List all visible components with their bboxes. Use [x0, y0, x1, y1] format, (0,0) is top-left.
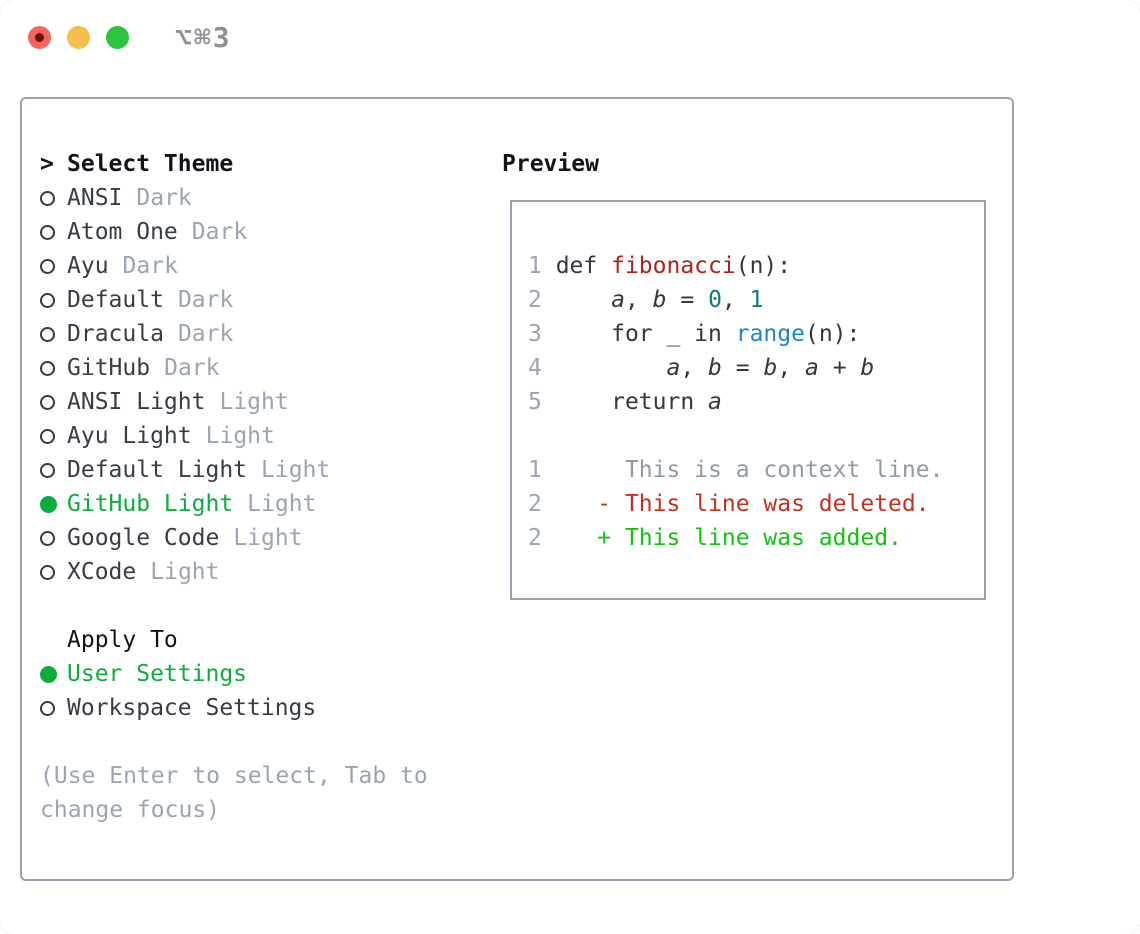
keyboard-hint: (Use Enter to select, Tab to change focu… [40, 763, 428, 823]
prompt-icon: > [40, 151, 54, 177]
theme-variant-tag: Dark [191, 219, 248, 245]
radio-icon [40, 700, 67, 716]
code-line: 1 This is a context line. [528, 457, 944, 483]
close-button[interactable] [28, 25, 51, 49]
theme-option-label: GitHub Light [67, 491, 234, 517]
theme-option-label: XCode [67, 559, 137, 585]
theme-option-label: Default Light [67, 457, 248, 483]
code-line: 5 return a [528, 389, 722, 415]
titlebar: ⌥⌘3 [0, 0, 1140, 74]
theme-option[interactable]: ANSI Light Light [40, 385, 486, 419]
radio-icon [40, 428, 67, 444]
apply-to-header: Apply To [40, 623, 486, 657]
theme-option[interactable]: Default Dark [40, 283, 486, 317]
theme-variant-tag: Light [233, 525, 303, 551]
theme-variant-tag: Light [219, 389, 289, 415]
theme-option[interactable]: GitHub Dark [40, 351, 486, 385]
code-line: 1 def fibonacci(n): [528, 253, 792, 279]
apply-to-option-label: User Settings [67, 661, 248, 687]
theme-variant-tag: Light [261, 457, 331, 483]
window-title: ⌥⌘3 [175, 20, 232, 54]
theme-option[interactable]: XCode Light [40, 555, 486, 589]
zoom-button[interactable] [106, 25, 129, 49]
code-line: 2 + This line was added. [528, 525, 902, 551]
theme-variant-tag: Light [247, 491, 317, 517]
radio-selected-icon [40, 495, 67, 513]
preview-title: Preview [502, 151, 599, 177]
theme-option[interactable]: Atom One Dark [40, 215, 486, 249]
theme-option-label: Google Code [67, 525, 220, 551]
theme-variant-tag: Dark [177, 287, 234, 313]
radio-icon [40, 394, 67, 410]
radio-icon [40, 530, 67, 546]
code-line [528, 419, 984, 453]
theme-option[interactable]: Dracula Dark [40, 317, 486, 351]
apply-to-option-label: Workspace Settings [67, 695, 317, 721]
minimize-button[interactable] [67, 25, 90, 49]
code-line: 3 for _ in range(n): [528, 321, 861, 347]
theme-variant-tag: Dark [164, 355, 220, 381]
theme-option-label: Atom One [67, 219, 178, 245]
theme-option[interactable]: GitHub Light Light [40, 487, 486, 521]
theme-option-label: Ayu Light [67, 423, 192, 449]
preview-box: 1 def fibonacci(n): 2 a, b = 0, 1 3 for _ … [510, 200, 986, 600]
theme-option-label: ANSI [67, 185, 123, 211]
apply-to-option[interactable]: Workspace Settings [40, 691, 486, 725]
select-theme-header: > Select Theme [40, 147, 486, 181]
theme-option-label: Default [67, 287, 164, 313]
right-column: Preview 1 def fibonacci(n): 2 a, b = 0, 1… [502, 147, 994, 600]
theme-variant-tag: Light [150, 559, 220, 585]
radio-icon [40, 224, 67, 240]
apply-to-option[interactable]: User Settings [40, 657, 486, 691]
radio-icon [40, 258, 67, 274]
theme-option-label: Dracula [67, 321, 164, 347]
select-theme-title: Select Theme [67, 151, 234, 177]
theme-option-label: Ayu [67, 253, 109, 279]
code-line: 2 - This line was deleted. [528, 491, 930, 517]
radio-icon [40, 190, 67, 206]
theme-option[interactable]: Google Code Light [40, 521, 486, 555]
radio-icon [40, 564, 67, 580]
radio-icon [40, 326, 67, 342]
theme-option[interactable]: ANSI Dark [40, 181, 486, 215]
code-line: 4 a, b = b, a + b [528, 355, 875, 381]
code-block: 1 def fibonacci(n): 2 a, b = 0, 1 3 for _ … [528, 249, 984, 555]
theme-variant-tag: Light [205, 423, 275, 449]
theme-option-label: GitHub [67, 355, 151, 381]
apply-to-title: Apply To [67, 627, 178, 653]
theme-option[interactable]: Ayu Light Light [40, 419, 486, 453]
radio-selected-icon [40, 665, 67, 683]
theme-option[interactable]: Ayu Dark [40, 249, 486, 283]
theme-variant-tag: Dark [177, 321, 234, 347]
theme-option-label: ANSI Light [67, 389, 206, 415]
theme-variant-tag: Dark [136, 185, 192, 211]
theme-option[interactable]: Default Light Light [40, 453, 486, 487]
radio-icon [40, 462, 67, 478]
code-line: 2 a, b = 0, 1 [528, 287, 764, 313]
theme-variant-tag: Dark [122, 253, 178, 279]
radio-icon [40, 360, 67, 376]
radio-icon [40, 292, 67, 308]
